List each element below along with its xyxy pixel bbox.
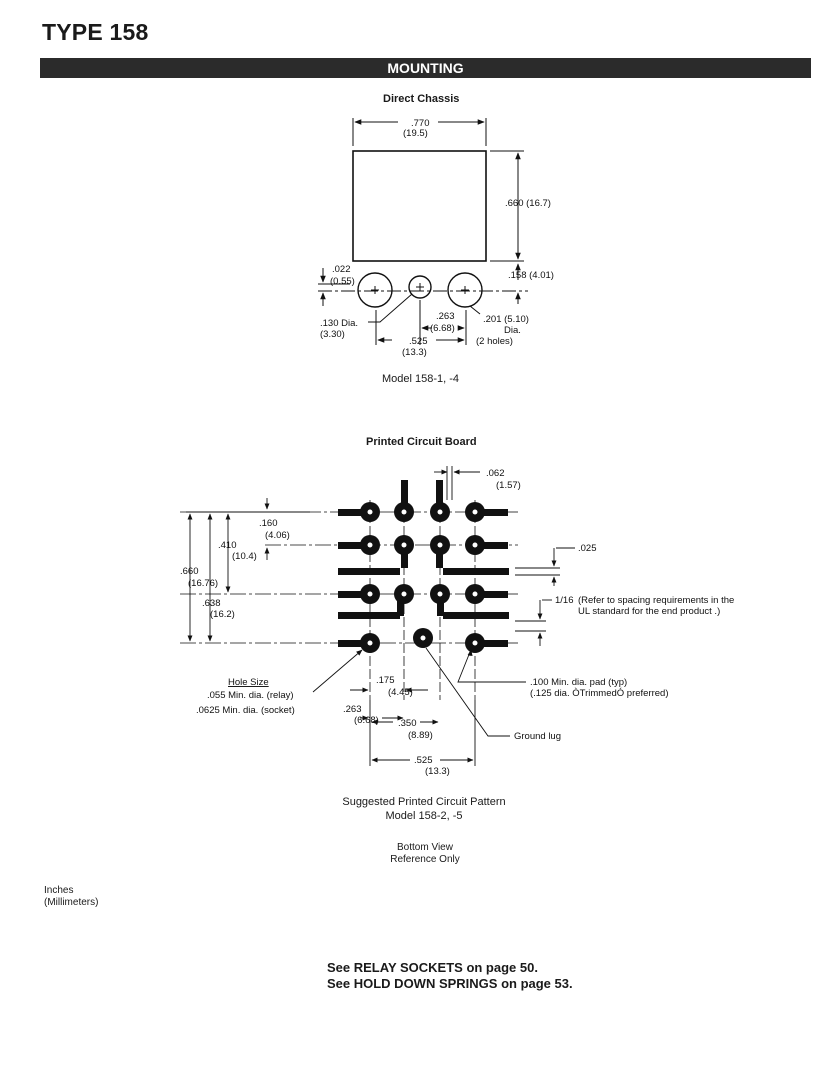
pcb-525-in: .525 (414, 755, 433, 766)
pcb-410-in: .410 (218, 540, 237, 551)
pcb-025: .025 (578, 543, 597, 554)
dc-span-in: .525 (409, 336, 428, 347)
pcb-160-in: .160 (259, 518, 278, 529)
pcb-drawing (180, 466, 575, 766)
pcb-350-mm: (8.89) (408, 730, 433, 741)
direct-chassis-heading: Direct Chassis (383, 93, 460, 105)
dc-width-mm: (19.5) (403, 128, 428, 139)
pcb-caption-line1: Suggested Printed Circuit Pattern (342, 796, 506, 808)
pcb-heading: Printed Circuit Board (366, 436, 477, 448)
direct-chassis-drawing (318, 118, 528, 345)
pcb-116: 1/16 (555, 595, 574, 606)
see-relay-sockets-link[interactable]: See RELAY SOCKETS on page 50. (327, 960, 538, 975)
pcb-263-mm: (6.68) (354, 715, 379, 726)
pcb-view-line1: Bottom View (397, 842, 453, 853)
pcb-hole-size: Hole Size (228, 677, 269, 688)
pcb-350-in: .350 (398, 718, 417, 729)
pcb-spacing-note-2: UL standard for the end product .) (578, 606, 720, 617)
pcb-660-mm: (16.76) (188, 578, 218, 589)
pcb-263-in: .263 (343, 704, 362, 715)
pcb-view-line2: Reference Only (390, 854, 460, 865)
units-line1: Inches (44, 885, 74, 896)
dc-mid-in: .263 (436, 311, 455, 322)
dc-big-hole-dia: Dia. (504, 325, 521, 336)
pcb-pad-1: .100 Min. dia. pad (typ) (530, 677, 627, 688)
dc-width-in: .770 (411, 118, 430, 129)
pcb-525-mm: (13.3) (425, 766, 450, 777)
dc-lug-height: .158 (4.01) (508, 270, 554, 281)
units-line2: (Millimeters) (44, 897, 99, 908)
pcb-638-mm: (16.2) (210, 609, 235, 620)
relay-body-outline (352, 150, 487, 262)
pcb-spacing-note-1: (Refer to spacing requirements in the (578, 595, 734, 606)
pcb-caption-line2: Model 158-2, -5 (385, 810, 463, 822)
pcb-175-in: .175 (376, 675, 395, 686)
pcb-660-in: .660 (180, 566, 199, 577)
dc-mid-mm: (6.68) (430, 323, 455, 334)
pcb-hole-relay: .055 Min. dia. (relay) (207, 690, 294, 701)
pcb-hole-socket: .0625 Min. dia. (socket) (196, 705, 295, 716)
pcb-638-in: .638 (202, 598, 221, 609)
pcb-410-mm: (10.4) (232, 551, 257, 562)
pcb-labels: .062 (1.57) .160 (4.06) .410 (10.4) .660… (180, 468, 734, 777)
pcb-pad-2: (.125 dia. ÒTrimmedÓ preferred) (530, 688, 669, 699)
dc-top-mm: (0.55) (330, 276, 355, 287)
dc-height: .660 (16.7) (505, 198, 551, 209)
pcb-pads (360, 502, 485, 653)
pcb-175-mm: (4.45) (388, 687, 413, 698)
dc-small-hole-mm: (3.30) (320, 329, 345, 340)
dc-span-mm: (13.3) (402, 347, 427, 358)
pcb-ground-lug: Ground lug (514, 731, 561, 742)
section-banner: MOUNTING (40, 58, 811, 78)
mount-hole-left (357, 272, 393, 308)
dc-small-hole-in: .130 Dia. (320, 318, 358, 329)
page-title: TYPE 158 (42, 19, 149, 45)
pcb-160-mm: (4.06) (265, 530, 290, 541)
direct-chassis-caption: Model 158-1, -4 (382, 373, 460, 385)
pcb-062-in: .062 (486, 468, 505, 479)
see-hold-down-springs-link[interactable]: See HOLD DOWN SPRINGS on page 53. (327, 976, 573, 991)
center-hole (408, 275, 432, 299)
dc-big-hole-count: (2 holes) (476, 336, 513, 347)
pcb-062-mm: (1.57) (496, 480, 521, 491)
direct-chassis-labels: .770 (19.5) .660 (16.7) .022 (0.55) .158… (320, 118, 554, 358)
dc-top-in: .022 (332, 264, 351, 275)
mount-hole-right (447, 272, 483, 308)
dc-big-hole-in: .201 (5.10) (483, 314, 529, 325)
